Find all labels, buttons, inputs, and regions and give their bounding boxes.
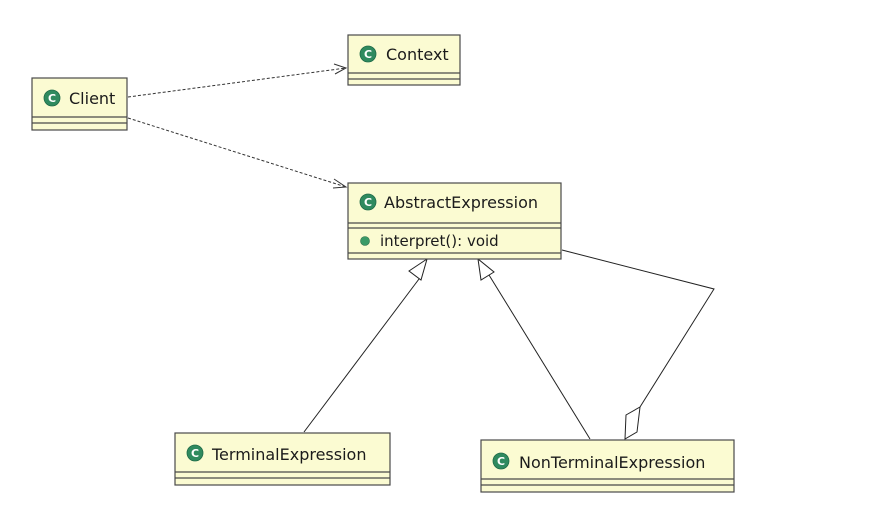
open-arrowhead-icon xyxy=(333,63,348,75)
public-method-icon xyxy=(360,236,370,246)
class-icon: C xyxy=(359,45,377,63)
class-icon: C xyxy=(43,89,61,107)
dependency-client-context xyxy=(127,63,348,98)
aggregation-diamond-icon xyxy=(624,406,641,440)
class-name: TerminalExpression xyxy=(211,445,366,464)
class-icon-letter: C xyxy=(364,196,372,209)
operation-signature: interpret(): void xyxy=(380,232,499,250)
class-client[interactable]: C Client xyxy=(31,77,128,131)
class-name: AbstractExpression xyxy=(384,193,538,212)
class-name: NonTerminalExpression xyxy=(519,453,705,472)
class-context[interactable]: C Context xyxy=(347,34,461,86)
aggregation-nonterminal-abstract xyxy=(561,249,715,440)
class-name: Context xyxy=(386,45,449,64)
generalization-nonterminal-abstract xyxy=(477,257,591,440)
class-icon-letter: C xyxy=(364,48,372,61)
class-abstract-expression[interactable]: C AbstractExpression interpret(): void xyxy=(347,182,562,260)
class-icon: C xyxy=(359,193,377,211)
class-icon: C xyxy=(186,444,204,462)
dependency-client-abstractexpression xyxy=(127,117,348,189)
class-icon-letter: C xyxy=(191,447,199,460)
class-name: Client xyxy=(69,89,115,108)
class-terminal-expression[interactable]: C TerminalExpression xyxy=(174,432,391,486)
inheritance-triangle-icon xyxy=(477,257,495,281)
class-icon: C xyxy=(492,452,510,470)
inheritance-triangle-icon xyxy=(408,257,428,281)
class-icon-letter: C xyxy=(48,92,56,105)
generalization-terminal-abstract xyxy=(303,257,428,433)
class-icon-letter: C xyxy=(497,455,505,468)
class-nonterminal-expression[interactable]: C NonTerminalExpression xyxy=(480,439,735,493)
open-arrowhead-icon xyxy=(332,178,348,189)
operation-interpret[interactable]: interpret(): void xyxy=(360,232,499,250)
